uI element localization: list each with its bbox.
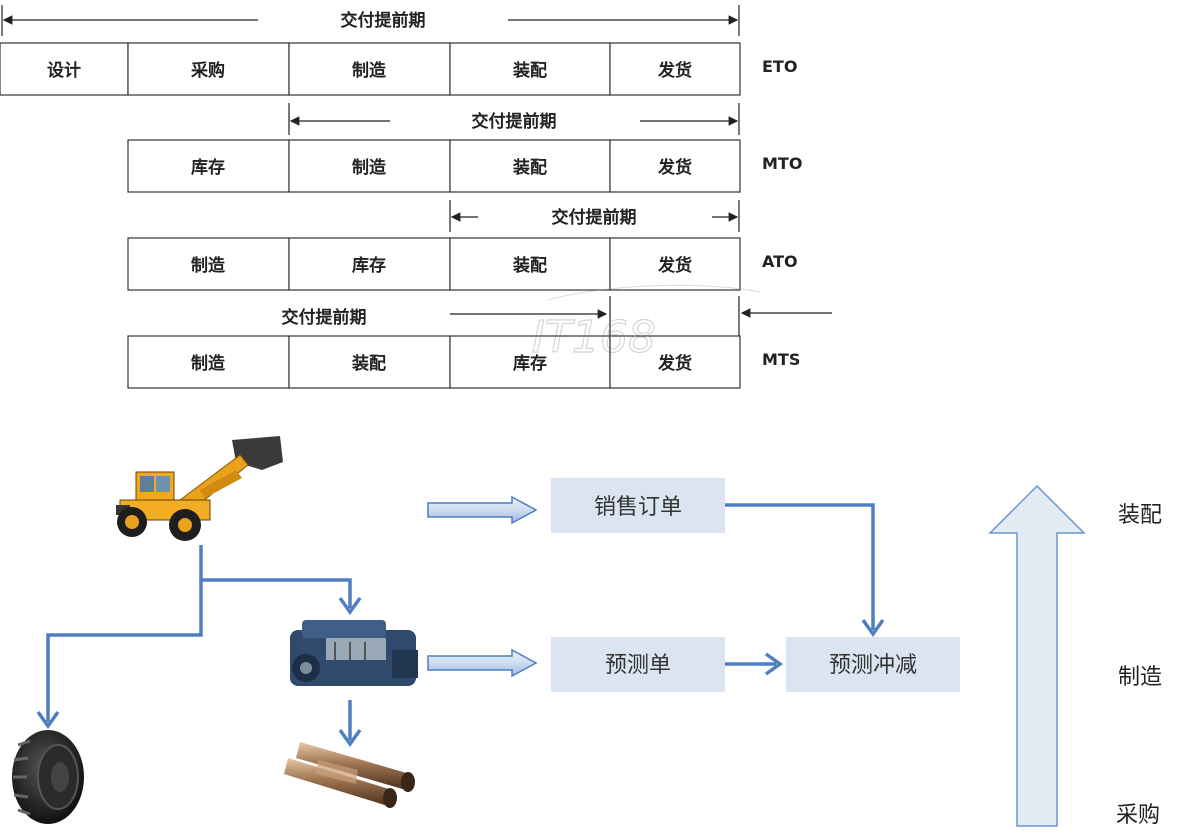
block-arrow-to-forecast bbox=[427, 648, 538, 678]
sales-order-box: 销售订单 bbox=[551, 478, 725, 533]
forecast-box: 预测单 bbox=[551, 637, 725, 692]
lead-time-span-mto: 交付提前期 bbox=[288, 103, 740, 135]
type-label-mto: MTO bbox=[762, 154, 802, 173]
tire-image bbox=[12, 730, 84, 824]
cell-eto-manufacture: 制造 bbox=[352, 60, 387, 81]
row-ato: 制造 库存 装配 发货 ATO bbox=[127, 237, 798, 291]
cell-ato-assembly: 装配 bbox=[512, 255, 547, 276]
lead-time-label: 交付提前期 bbox=[552, 207, 637, 228]
type-label-mts: MTS bbox=[762, 350, 800, 369]
lead-time-span-mts: 交付提前期 bbox=[282, 296, 832, 336]
bom-connector-lines bbox=[36, 545, 362, 748]
row-mts: 制造 装配 库存 发货 MTS bbox=[127, 335, 800, 389]
engine-image bbox=[290, 620, 418, 686]
forecast-label: 预测单 bbox=[605, 653, 671, 678]
lead-time-label: 交付提前期 bbox=[472, 111, 557, 132]
cell-mto-assembly: 装配 bbox=[512, 157, 547, 178]
cell-mto-stock: 库存 bbox=[191, 157, 225, 178]
cell-eto-assembly: 装配 bbox=[512, 60, 547, 81]
cell-ato-ship: 发货 bbox=[657, 255, 692, 276]
cell-mts-ship: 发货 bbox=[657, 353, 692, 374]
sales-order-label: 销售订单 bbox=[594, 495, 682, 520]
cell-eto-design: 设计 bbox=[47, 60, 81, 81]
watermark-text: IT168 bbox=[532, 312, 656, 363]
lead-time-label: 交付提前期 bbox=[282, 307, 367, 328]
cell-ato-manufacture: 制造 bbox=[191, 255, 226, 276]
type-label-ato: ATO bbox=[762, 252, 798, 271]
wheel-loader-image bbox=[116, 436, 283, 541]
cell-ato-stock: 库存 bbox=[352, 255, 386, 276]
side-label-manufacture: 制造 bbox=[1118, 665, 1162, 690]
shafts-image bbox=[284, 742, 415, 808]
cell-mts-manufacture: 制造 bbox=[191, 353, 226, 374]
watermark-logo: IT168 bbox=[531, 284, 761, 364]
row-eto: 设计 采购 制造 装配 发货 ETO bbox=[0, 42, 797, 96]
cell-mto-manufacture: 制造 bbox=[352, 157, 387, 178]
type-label-eto: ETO bbox=[762, 57, 797, 76]
lead-time-span-eto: 交付提前期 bbox=[1, 5, 740, 36]
flow-arrows bbox=[725, 503, 885, 676]
side-label-assembly: 装配 bbox=[1118, 503, 1162, 528]
side-label-procure: 采购 bbox=[1116, 803, 1160, 828]
flow-diagram: 销售订单 预测单 预测冲减 装配 制造 采购 bbox=[12, 436, 1162, 828]
cell-eto-ship: 发货 bbox=[657, 60, 692, 81]
cell-mto-ship: 发货 bbox=[657, 157, 692, 178]
cell-mts-stock: 库存 bbox=[513, 353, 547, 374]
lead-time-label: 交付提前期 bbox=[341, 10, 426, 31]
lead-time-span-ato: 交付提前期 bbox=[449, 200, 740, 232]
block-arrow-to-sales-order bbox=[427, 495, 538, 525]
cell-mts-assembly: 装配 bbox=[351, 353, 386, 374]
forecast-consume-label: 预测冲减 bbox=[829, 653, 917, 678]
lead-time-diagram: 交付提前期 设计 采购 制造 装配 发货 ETO 交付提前期 bbox=[0, 5, 832, 389]
row-mto: 库存 制造 装配 发货 MTO bbox=[127, 139, 802, 193]
forecast-consume-box: 预测冲减 bbox=[786, 637, 960, 692]
cell-eto-procure: 采购 bbox=[190, 60, 225, 81]
big-up-arrow bbox=[988, 484, 1086, 827]
